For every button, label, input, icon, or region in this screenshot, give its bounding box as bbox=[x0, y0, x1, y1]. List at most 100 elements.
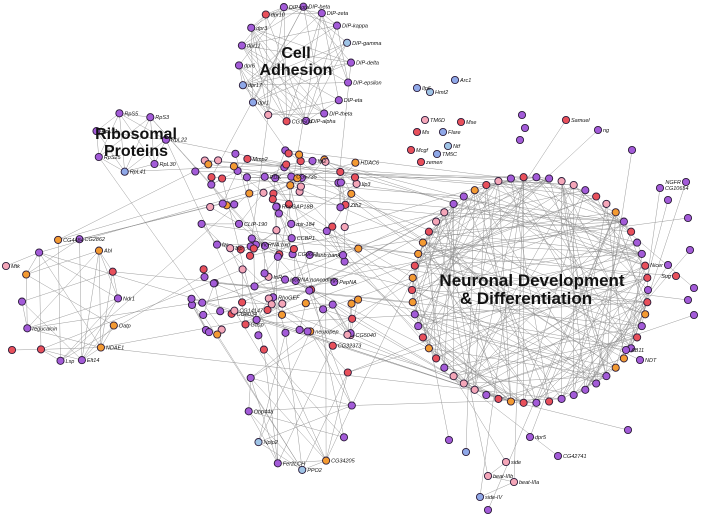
network-edge bbox=[27, 298, 119, 329]
gene-label-dipgamma: DIP-gamma bbox=[352, 41, 381, 47]
gene-node bbox=[602, 372, 611, 381]
gene-label-dpr5: dpr5 bbox=[535, 435, 547, 441]
gene-label-ntf: Ntf bbox=[453, 144, 461, 150]
gene-node bbox=[414, 249, 423, 258]
gene-node-nicer bbox=[663, 260, 673, 270]
gene-node bbox=[108, 267, 117, 276]
network-edge bbox=[98, 117, 151, 158]
gene-node bbox=[187, 294, 196, 303]
network-edge bbox=[229, 248, 327, 461]
network-edge bbox=[513, 177, 524, 483]
network-edge bbox=[474, 314, 695, 391]
network-edge bbox=[573, 184, 695, 289]
gene-label-rpl30: RpL30 bbox=[160, 162, 177, 168]
cluster-label-cell-adhesion-line2: Adhesion bbox=[260, 62, 333, 79]
network-edge bbox=[268, 99, 339, 116]
network-edge bbox=[202, 314, 303, 471]
network-edge bbox=[98, 250, 102, 348]
network-edge bbox=[39, 252, 454, 377]
network-edge bbox=[510, 178, 616, 368]
gene-node bbox=[296, 182, 305, 191]
network-edge bbox=[11, 349, 42, 351]
gene-node bbox=[619, 217, 628, 226]
gene-node-dpr10 bbox=[261, 10, 270, 19]
gene-label-cg10654: CG10654 bbox=[665, 186, 689, 192]
gene-label-dipzeta: DIP-zeta bbox=[327, 11, 348, 17]
network-edge bbox=[321, 13, 340, 101]
gene-label-lncrna2: lncRNA:noncodings bbox=[290, 278, 339, 284]
gene-label-tm5c: TM5C bbox=[442, 152, 457, 158]
gene-node-dipbeta bbox=[299, 2, 308, 11]
gene-node bbox=[685, 245, 695, 255]
gene-node bbox=[238, 265, 247, 274]
network-edge bbox=[124, 117, 151, 172]
gene-label-obp44a: Obp44a bbox=[254, 409, 274, 415]
network-edge bbox=[242, 25, 338, 86]
gene-node bbox=[637, 249, 646, 258]
network-edge bbox=[463, 196, 646, 266]
network-edge bbox=[561, 181, 597, 384]
network-edge bbox=[435, 196, 465, 359]
gene-label-dipeta: DIP-eta bbox=[344, 98, 363, 104]
network-edge bbox=[422, 119, 567, 338]
gene-node bbox=[432, 354, 441, 363]
network-edge bbox=[411, 212, 616, 291]
gene-node bbox=[519, 173, 528, 182]
gene-node bbox=[470, 385, 479, 394]
gene-node bbox=[282, 160, 291, 169]
gene-node bbox=[347, 189, 356, 198]
gene-label-rpl22: RpL22 bbox=[171, 138, 187, 144]
gene-node-fzr bbox=[212, 240, 222, 249]
gene-node bbox=[569, 390, 578, 400]
gene-node-flare bbox=[438, 127, 448, 137]
gene-node-dpr1 bbox=[248, 98, 258, 107]
gene-node-cg10654 bbox=[655, 183, 665, 193]
gene-label-rpl41: RpL41 bbox=[130, 170, 146, 176]
gene-node bbox=[339, 433, 349, 442]
gene-node bbox=[278, 299, 287, 308]
gene-node bbox=[483, 505, 493, 515]
network-edge bbox=[428, 221, 624, 232]
network-edge bbox=[258, 332, 286, 443]
network-edge bbox=[340, 171, 586, 191]
gene-node bbox=[206, 202, 215, 212]
gene-node bbox=[515, 135, 525, 145]
gene-node bbox=[264, 110, 273, 119]
network-edge bbox=[291, 223, 327, 232]
gene-node bbox=[410, 310, 419, 319]
gene-node bbox=[354, 295, 363, 304]
gene-node bbox=[569, 180, 578, 190]
gene-node-dpr3 bbox=[247, 23, 256, 32]
gene-label-ilp2: Ilp2 bbox=[318, 159, 327, 165]
gene-label-ilp3: Ilp3 bbox=[362, 182, 372, 188]
network-edge bbox=[119, 113, 151, 118]
network-edge bbox=[191, 221, 624, 306]
gene-label-eltt: Elt14 bbox=[87, 358, 100, 364]
network-edge bbox=[418, 325, 616, 368]
network-edge bbox=[234, 310, 327, 461]
gene-node-mtk bbox=[1, 261, 11, 271]
gene-node bbox=[199, 265, 208, 274]
network-edge bbox=[288, 153, 326, 163]
network-edge bbox=[124, 163, 155, 172]
network-edge bbox=[418, 277, 648, 327]
network-edge bbox=[241, 45, 287, 122]
network-edge bbox=[254, 279, 286, 287]
network-edge bbox=[273, 193, 624, 222]
network-edge bbox=[310, 331, 348, 373]
network-edge bbox=[573, 375, 607, 396]
network-edge bbox=[285, 150, 511, 179]
gene-node bbox=[432, 217, 441, 226]
network-edge bbox=[165, 139, 356, 178]
network-edge bbox=[332, 304, 348, 335]
network-edge bbox=[150, 117, 155, 165]
gene-node bbox=[213, 330, 222, 339]
gene-label-zemen: zemen bbox=[425, 160, 443, 166]
gene-node bbox=[611, 363, 620, 372]
gene-node-oatp bbox=[109, 321, 118, 330]
gene-node bbox=[217, 325, 226, 334]
gene-label-samuel: Samuel bbox=[571, 118, 590, 124]
gene-label-rps5: RpS5 bbox=[124, 111, 139, 117]
network-edge bbox=[124, 164, 287, 172]
gene-node bbox=[340, 222, 349, 232]
